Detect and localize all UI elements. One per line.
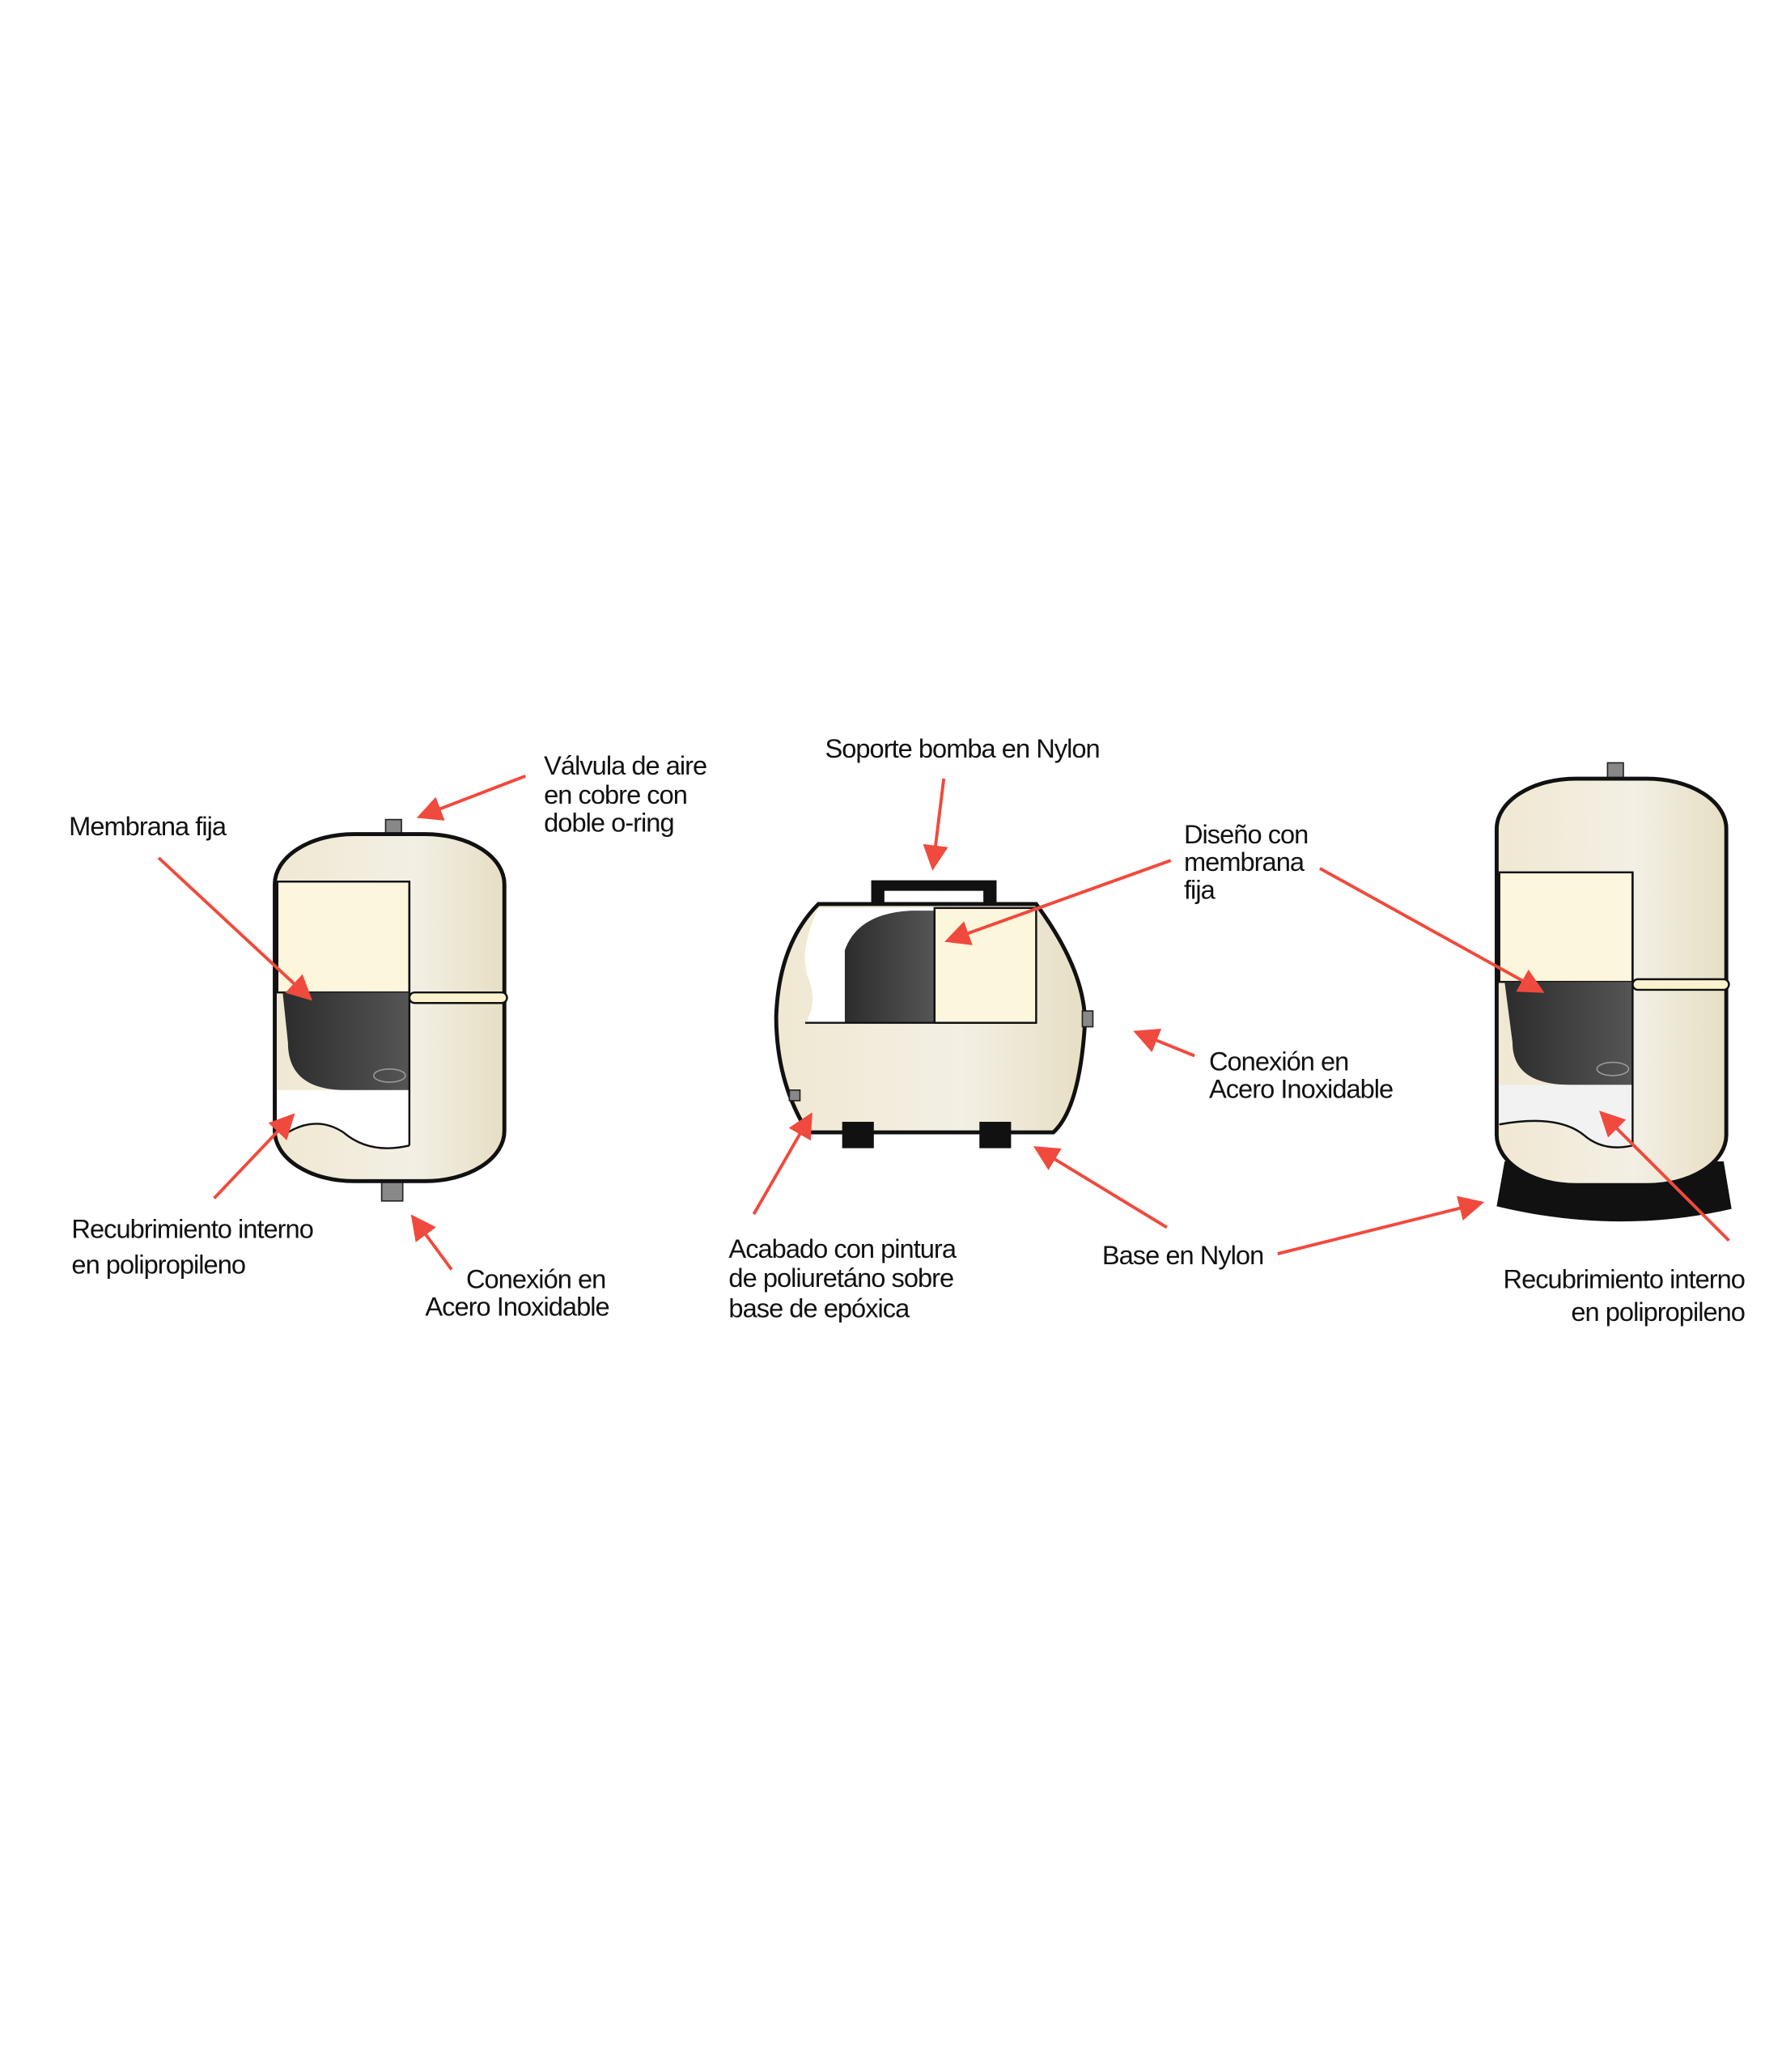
- middle-tank-labels: Soporte bomba en Nylon Diseño con membra…: [728, 733, 1394, 1323]
- pump-support: [871, 880, 997, 904]
- base-foot: [842, 1121, 874, 1149]
- lining-label: en polipropileno: [1571, 1297, 1745, 1327]
- connection-label: Conexión en: [1209, 1046, 1348, 1076]
- right-tank-labels: Recubrimiento interno en polipropileno: [1504, 1263, 1746, 1327]
- base-label: Base en Nylon: [1102, 1240, 1263, 1270]
- lining-label: Recubrimiento interno: [71, 1213, 312, 1243]
- finish-label: Acabado con pintura: [728, 1233, 957, 1263]
- membrane-design-label: membrana: [1184, 847, 1305, 877]
- middle-tank: [774, 880, 1094, 1149]
- membrane: [282, 992, 409, 1090]
- valve-label: doble o-ring: [544, 807, 673, 837]
- valve-label: en cobre con: [544, 779, 687, 809]
- pump-support-label: Soporte bomba en Nylon: [825, 733, 1099, 763]
- finish-label: de poliuretáno sobre: [728, 1263, 953, 1293]
- callout-arrows: [157, 774, 1730, 1271]
- valve-label: Válvula de aire: [544, 750, 706, 780]
- membrane-label: Membrana fija: [69, 811, 227, 841]
- connection-label: Acero Inoxidable: [1209, 1074, 1393, 1104]
- bottom-connector: [380, 1178, 404, 1202]
- membrane-design-label: Diseño con: [1184, 819, 1308, 849]
- finish-label: base de epóxica: [728, 1293, 910, 1323]
- lining-label: Recubrimiento interno: [1504, 1263, 1745, 1293]
- base-foot: [979, 1121, 1012, 1149]
- left-tank-labels: Válvula de aire en cobre con doble o-rin…: [69, 750, 707, 1322]
- membrane-design-label: fija: [1184, 874, 1216, 904]
- connection-label: Conexión en: [466, 1263, 605, 1293]
- lining-label: en polipropileno: [71, 1250, 245, 1280]
- left-tank: [273, 818, 508, 1202]
- connection-label: Acero Inoxidable: [425, 1292, 609, 1322]
- right-tank: [1494, 762, 1732, 1222]
